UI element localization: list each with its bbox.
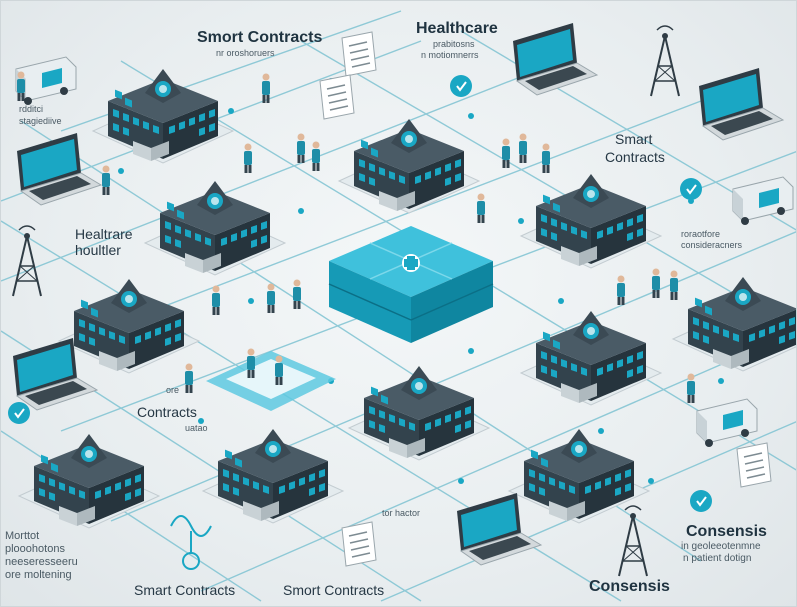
label-center-bottom-small: tor hactor — [382, 508, 421, 518]
hospital-building-icon — [348, 365, 490, 461]
hospital-building-icon — [520, 310, 662, 406]
label-bottom-left-4: ore moltening — [5, 569, 72, 581]
label-healthcare-left-1: Healtrare — [75, 226, 133, 242]
label-left-top-1: rdditci — [19, 104, 44, 114]
label-bottom-smart-1: Smart Contracts — [134, 582, 236, 598]
hospital-building-icon — [508, 428, 650, 524]
cell-tower-icon — [12, 225, 42, 297]
document-icon — [736, 442, 772, 488]
label-top-smart-sub: nr oroshoruers — [216, 48, 275, 58]
hospital-building-icon — [202, 428, 344, 524]
label-consensus-right-sub2: n patient dotign — [683, 553, 752, 564]
heart-icon — [679, 177, 703, 201]
label-smart-contracts-right-1: Smart — [615, 131, 653, 147]
label-bottom-consensus: Consensis — [589, 578, 670, 595]
label-consensus-right: Consensis — [686, 523, 767, 540]
label-bottom-left-3: neeseresseeru — [5, 556, 78, 568]
central-blockchain-block-icon — [328, 226, 494, 343]
label-healthcare-top-sub2: n motiomnerrs — [421, 50, 479, 60]
label-right-mid-1: roraotfore — [681, 229, 721, 239]
label-contracts-left-1: ore — [166, 385, 180, 395]
hospital-building-icon — [18, 433, 160, 529]
label-bottom-left-1: Morttot — [5, 530, 40, 542]
stethoscope-icon — [170, 515, 212, 570]
hospital-building-icon — [144, 180, 286, 276]
label-healthcare-top: Healthcare — [416, 20, 498, 37]
label-bottom-smart-2: Smort Contracts — [283, 582, 385, 598]
label-smart-contracts-right-2: Contracts — [605, 149, 665, 165]
laptop-icon — [16, 132, 102, 206]
label-right-mid-2: consideracners — [681, 240, 743, 250]
cell-tower-icon — [650, 25, 680, 97]
label-healthcare-left-2: houltler — [75, 242, 121, 258]
lab-platform — [206, 351, 336, 411]
laptop-icon — [698, 67, 784, 141]
hospital-building-icon — [58, 278, 200, 374]
document-icon — [319, 74, 355, 120]
ambulance-icon — [696, 398, 758, 448]
ambulance-icon — [732, 176, 794, 226]
label-contracts-left-2: Contracts — [137, 404, 197, 420]
label-left-top-2: stagiediive — [19, 116, 62, 126]
laptop-icon — [512, 22, 598, 96]
document-icon — [341, 31, 377, 77]
document-icon — [341, 521, 377, 567]
hospital-building-icon — [520, 173, 662, 269]
heart-icon — [7, 401, 31, 425]
label-contracts-left-3: uatao — [185, 423, 208, 433]
heart-icon — [449, 74, 473, 98]
hospital-building-icon — [672, 276, 796, 372]
heart-icon — [689, 489, 713, 513]
label-bottom-left-2: plooohotons — [5, 543, 65, 555]
label-top-smart-contracts: Smort Contracts — [197, 29, 323, 46]
label-consensus-right-sub1: in geoleeotenmne — [681, 541, 761, 552]
laptop-icon — [456, 492, 542, 566]
label-healthcare-top-sub1: prabitosns — [433, 39, 475, 49]
cell-tower-icon — [618, 505, 648, 577]
hospital-building-icon — [92, 68, 234, 164]
